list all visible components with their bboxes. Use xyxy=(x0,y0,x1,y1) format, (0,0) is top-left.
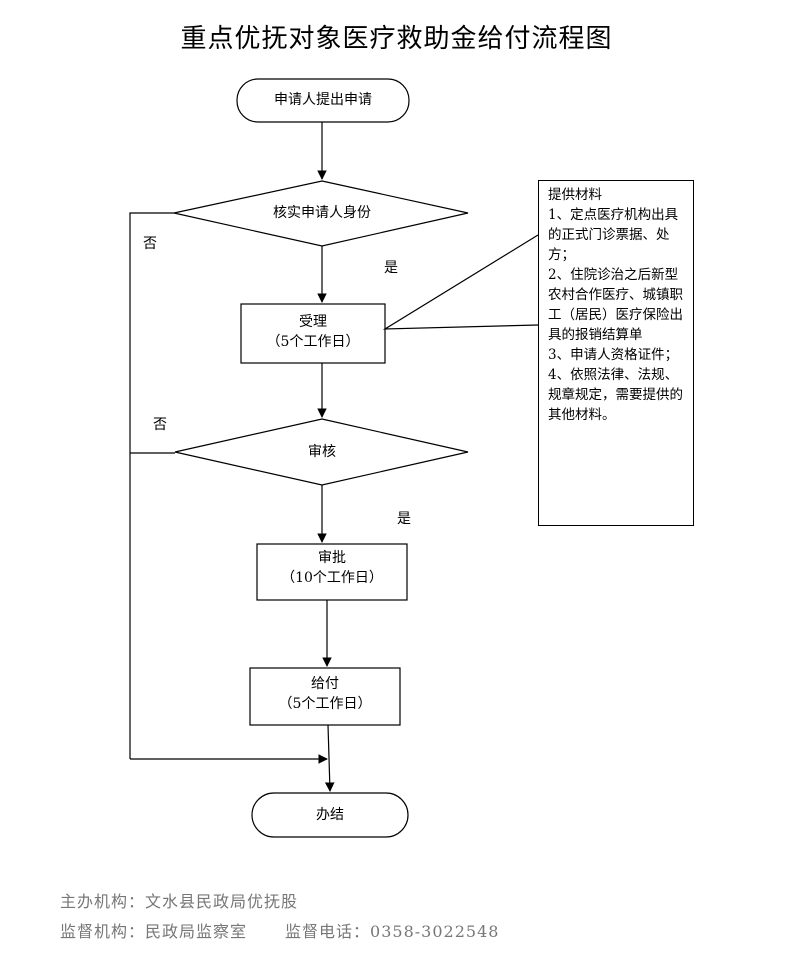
accept-duration: （5个工作日） xyxy=(266,334,360,350)
start-terminal xyxy=(236,78,410,123)
organizer-value: 文水县民政局优抚股 xyxy=(145,892,299,911)
end-terminal xyxy=(251,792,409,838)
footer-supervisor: 监督机构：民政局监察室 监督电话：0358-3022548 xyxy=(60,918,499,942)
pay-label: 给付 xyxy=(311,676,339,692)
review-label: 审核 xyxy=(308,444,336,460)
approve-duration: （10个工作日） xyxy=(281,570,383,586)
approve-process xyxy=(256,543,408,601)
materials-callout xyxy=(382,234,539,330)
supervisor-label: 监督机构： xyxy=(60,922,146,941)
no-label-review: 否 xyxy=(153,417,167,433)
materials-item-2: 2、住院诊治之后新型农村合作医疗、城镇职工（居民）医疗保险出具的报销结算单 xyxy=(548,267,683,343)
reject-path-verify xyxy=(129,212,174,759)
materials-box: 提供材料 1、定点医疗机构出具的正式门诊票据、处方； 2、住院诊治之后新型农村合… xyxy=(538,180,694,526)
no-label-verify: 否 xyxy=(143,236,157,252)
organizer-label: 主办机构： xyxy=(60,892,146,911)
footer-organizer: 主办机构：文水县民政局优抚股 xyxy=(60,888,298,912)
materials-heading: 提供材料 xyxy=(548,187,602,203)
pay-process xyxy=(249,667,401,726)
approve-label: 审批 xyxy=(318,550,346,566)
phone-label: 监督电话： xyxy=(285,922,371,941)
materials-item-3: 3、申请人资格证件； xyxy=(548,347,679,363)
pay-duration: （5个工作日） xyxy=(278,696,372,712)
materials-item-4: 4、依照法律、法规、规章规定，需要提供的其他材料。 xyxy=(548,367,683,423)
page-title: 重点优抚对象医疗救助金给付流程图 xyxy=(180,24,613,54)
accept-process xyxy=(240,303,386,364)
arrow-pay-finish xyxy=(324,724,335,792)
end-label: 办结 xyxy=(316,807,344,823)
verify-label: 核实申请人身份 xyxy=(273,205,371,221)
accept-label: 受理 xyxy=(299,314,327,330)
phone-value: 0358-3022548 xyxy=(370,922,500,941)
materials-item-1: 1、定点医疗机构出具的正式门诊票据、处方； xyxy=(548,207,679,263)
supervisor-value: 民政局监察室 xyxy=(145,922,248,941)
yes-label-review: 是 xyxy=(397,511,411,527)
yes-label-verify: 是 xyxy=(384,260,398,276)
start-label: 申请人提出申请 xyxy=(274,92,372,108)
